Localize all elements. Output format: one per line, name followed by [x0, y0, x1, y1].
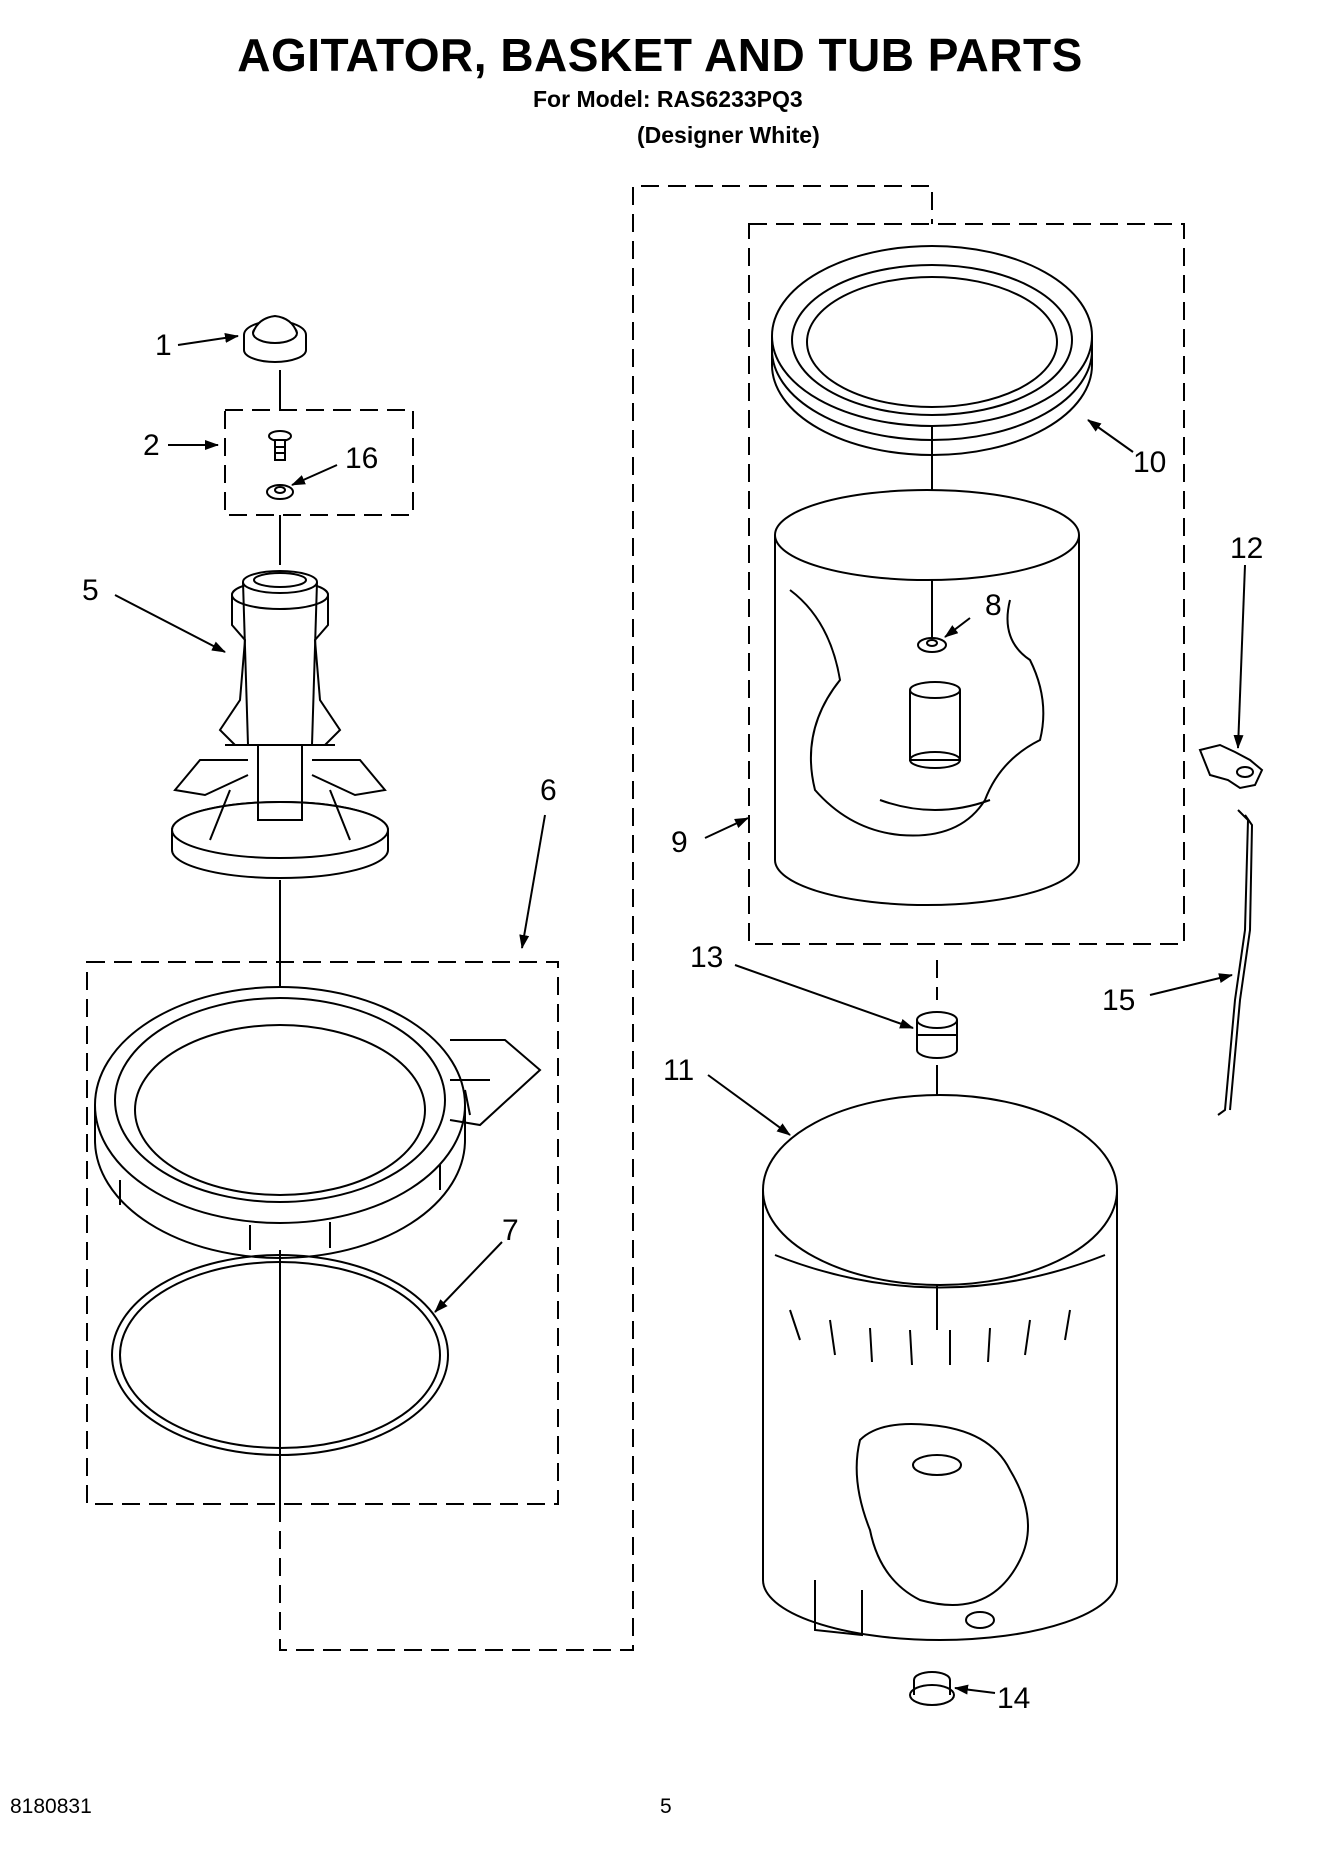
callout-15: 15	[1102, 984, 1135, 1017]
callout-6: 6	[540, 774, 557, 807]
callout-1: 1	[155, 329, 172, 362]
callout-10: 10	[1133, 446, 1166, 479]
model-line: For Model: RAS6233PQ3	[533, 86, 803, 112]
callout-11: 11	[663, 1054, 694, 1087]
page-title: AGITATOR, BASKET AND TUB PARTS	[237, 29, 1083, 81]
page-number: 5	[660, 1795, 672, 1818]
hub-bearing-icon	[916, 1011, 958, 1059]
color-line: (Designer White)	[637, 122, 820, 148]
callout-8: 8	[985, 589, 1002, 622]
tub-ring-icon	[94, 986, 542, 1259]
balance-ring-icon	[771, 245, 1093, 456]
basket-nut-icon	[917, 637, 947, 653]
drain-plug-icon	[909, 1671, 955, 1706]
spin-basket-icon	[774, 489, 1080, 906]
callout-7: 7	[502, 1214, 519, 1247]
agitator-cap-icon	[243, 314, 307, 363]
callout-2: 2	[143, 429, 160, 462]
hose-clip-icon	[1198, 743, 1264, 790]
hose-icon	[1217, 809, 1254, 1116]
callout-9: 9	[671, 826, 688, 859]
callout-16: 16	[345, 442, 378, 475]
callout-13: 13	[690, 941, 723, 974]
center-axis-lines	[279, 245, 938, 1504]
callout-5: 5	[82, 574, 99, 607]
outer-tub-icon	[762, 1094, 1118, 1641]
washer-icon	[266, 484, 294, 500]
box-part-2	[224, 409, 414, 516]
box-part-6	[86, 961, 559, 1505]
callout-12: 12	[1230, 532, 1263, 565]
doc-number: 8180831	[10, 1795, 92, 1818]
agitator-icon	[171, 570, 389, 879]
bolt-icon	[268, 430, 292, 461]
gasket-ring-icon	[111, 1254, 449, 1456]
connector-line	[279, 185, 933, 1651]
box-part-9	[748, 223, 1185, 945]
dashed-guides	[86, 185, 1185, 1651]
callout-14: 14	[997, 1682, 1030, 1715]
callout-leaders	[114, 332, 1246, 1695]
